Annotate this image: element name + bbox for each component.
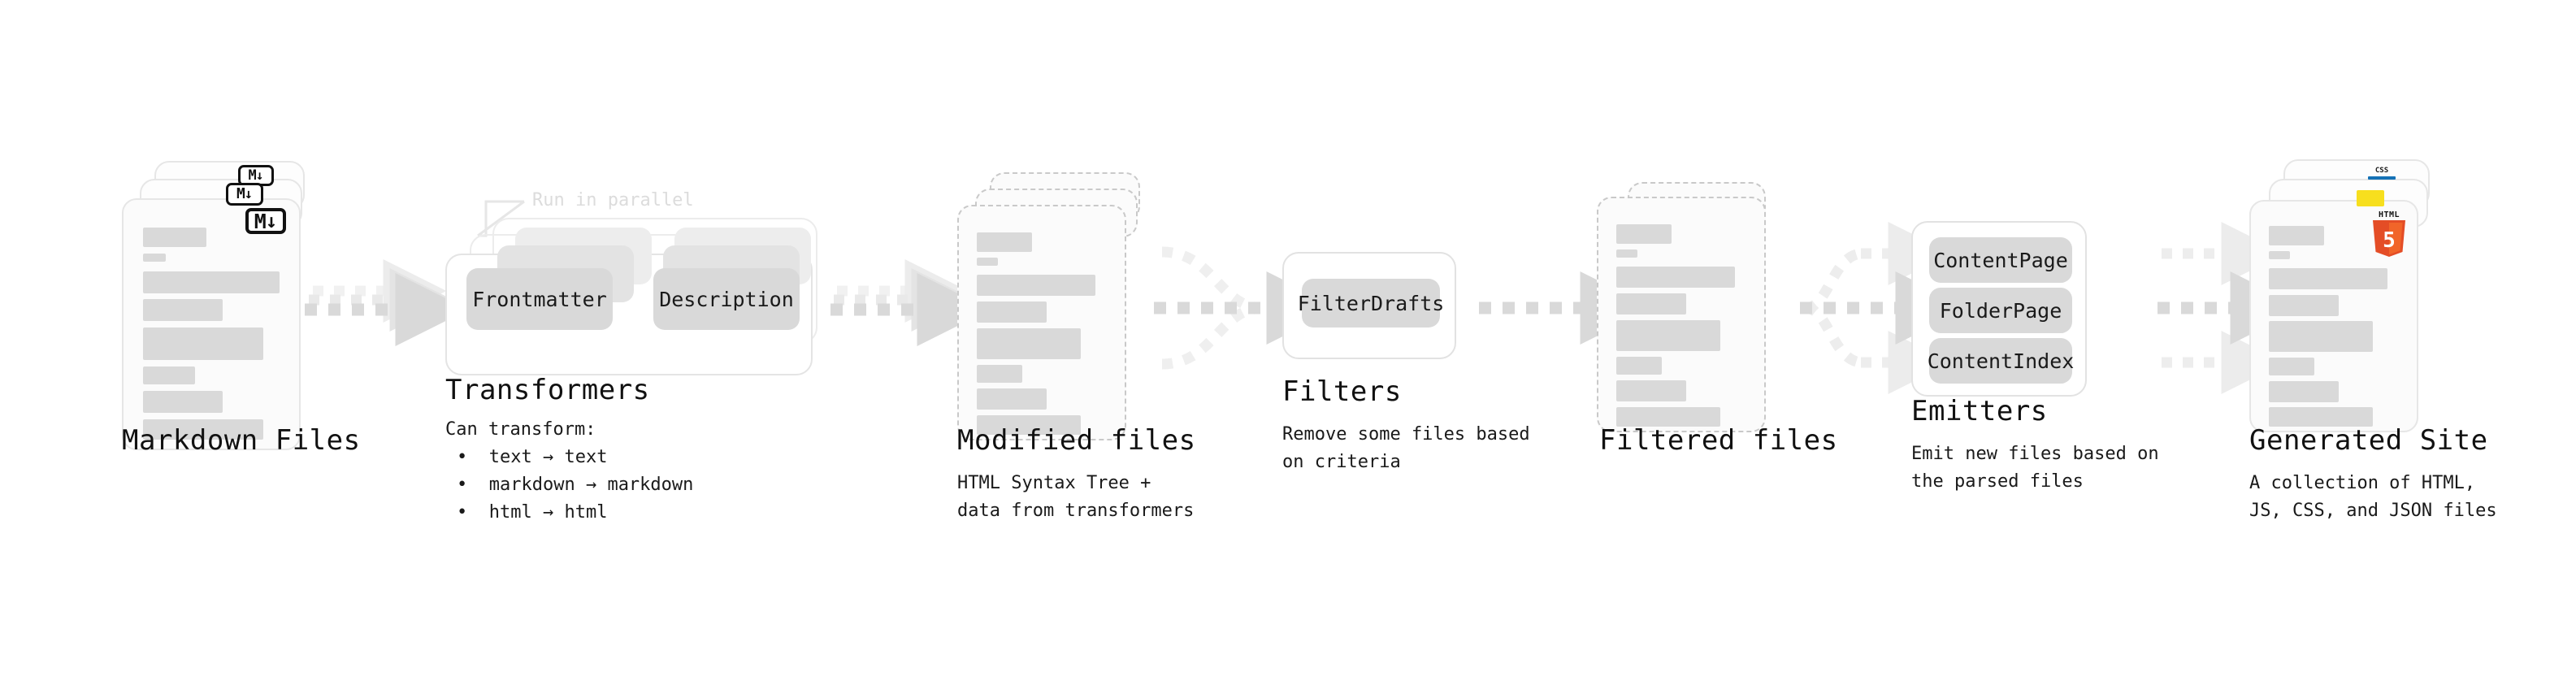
subtitle-line: Remove some files based [1282, 424, 1530, 445]
run-in-parallel-note: Run in parallel [532, 190, 694, 210]
skeleton-bar [143, 327, 263, 360]
skeleton-bar [1616, 293, 1686, 314]
modified-card-front [957, 205, 1126, 440]
transformer-chip-description[interactable]: Description [653, 268, 800, 330]
skeleton-bar [977, 275, 1095, 296]
emitters-group-box: ContentPage FolderPage ContentIndex [1911, 221, 2087, 397]
emitter-chip-label: ContentIndex [1927, 349, 2075, 373]
skeleton-bar [1616, 249, 1637, 258]
html5-badge-label: HTML [2378, 210, 2400, 219]
skeleton-bar [2269, 381, 2339, 402]
skeleton-bar [1616, 407, 1720, 427]
markdown-badge: M↓ [245, 208, 286, 234]
subtitle-line: HTML Syntax Tree + [957, 473, 1151, 493]
stage-title-modified-files: Modified files [957, 424, 1196, 457]
skeleton-bar [143, 419, 263, 440]
skeleton-bar [143, 254, 166, 262]
filters-subtitle: Remove some files based on criteria [1282, 421, 1530, 476]
skeleton-bar [1616, 320, 1720, 351]
skeleton-bar [977, 301, 1047, 323]
emitter-chip-label: ContentPage [1933, 248, 2068, 272]
svg-text:5: 5 [2383, 228, 2396, 253]
skeleton-bar [1616, 380, 1686, 401]
stage-title-filters: Filters [1282, 375, 1402, 408]
connector-transformers-to-modified [830, 259, 991, 346]
subtitle-line: data from transformers [957, 501, 1195, 522]
skeleton-bar [2269, 358, 2314, 375]
filters-group-box: FilterDrafts [1282, 252, 1456, 359]
skeleton-bar [977, 232, 1032, 252]
js-badge [2357, 190, 2384, 206]
stage-title-emitters: Emitters [1911, 395, 2048, 427]
bullet-text: html → html [488, 502, 608, 523]
filter-chip-label: FilterDrafts [1297, 291, 1445, 315]
skeleton-bar [2269, 226, 2324, 245]
stage-title-filtered-files: Filtered files [1599, 424, 1838, 457]
list-item: • markdown → markdown [457, 475, 694, 496]
connector-markdown-to-transformers [305, 259, 469, 346]
skeleton-bar [1616, 224, 1672, 244]
filtered-card-front [1597, 197, 1766, 432]
bullet-text: markdown → markdown [488, 475, 694, 496]
markdown-badge-arrow: ↓ [265, 210, 278, 232]
connector-modified-to-filters [1154, 246, 1340, 370]
modified-files-subtitle: HTML Syntax Tree + data from transformer… [957, 470, 1194, 525]
skeleton-bar [143, 391, 223, 413]
stage-title-transformers: Transformers [445, 374, 650, 406]
skeleton-bar [977, 415, 1081, 435]
skeleton-bar [977, 365, 1022, 383]
skeleton-bar [1616, 357, 1662, 375]
skeleton-bar [143, 367, 195, 384]
markdown-badge-back-2: M↓ [238, 165, 274, 186]
skeleton-bar [2269, 268, 2387, 289]
bullet-text: text → text [488, 447, 608, 467]
connector-filtered-to-emitters [1800, 222, 1969, 394]
generated-site-subtitle: A collection of HTML, JS, CSS, and JSON … [2249, 470, 2497, 525]
subtitle-line: on criteria [1282, 452, 1401, 473]
skeleton-bar [143, 299, 223, 321]
transformer-chip-label: Description [659, 287, 794, 311]
html5-badge: HTML 5 [2370, 211, 2409, 258]
emitters-subtitle: Emit new files based on the parsed files [1911, 440, 2159, 496]
list-item: • text → text [457, 447, 608, 467]
skeleton-bar [2269, 407, 2373, 427]
markdown-card-front [122, 198, 301, 450]
skeleton-bar [977, 328, 1081, 359]
transformer-chip-frontmatter[interactable]: Frontmatter [466, 268, 613, 330]
subtitle-line: Emit new files based on [1911, 444, 2159, 464]
list-item: • html → html [457, 502, 608, 523]
emitter-chip-contentpage[interactable]: ContentPage [1929, 237, 2072, 283]
subtitle-line: A collection of HTML, [2249, 473, 2476, 493]
subtitle-line: JS, CSS, and JSON files [2249, 501, 2497, 522]
skeleton-bar [977, 258, 998, 266]
markdown-badge-back-1: M↓ [226, 183, 263, 206]
connector-emitters-to-site [2158, 222, 2304, 394]
filter-chip-filterdrafts[interactable]: FilterDrafts [1298, 279, 1444, 327]
skeleton-bar [1616, 267, 1735, 288]
subtitle-line: the parsed files [1911, 471, 2084, 492]
emitter-chip-folderpage[interactable]: FolderPage [1929, 288, 2072, 333]
transformer-chip-label: Frontmatter [472, 287, 607, 311]
markdown-badge-letter: M [254, 209, 267, 233]
emitter-chip-contentindex[interactable]: ContentIndex [1927, 338, 2075, 384]
transformers-bullet-list: • text → text • markdown → markdown • ht… [457, 444, 693, 527]
skeleton-bar [2269, 321, 2373, 352]
site-card-front [2249, 200, 2418, 432]
transformers-subtitle-heading: Can transform: [445, 419, 596, 440]
skeleton-bar [2269, 251, 2290, 259]
skeleton-bar [977, 388, 1047, 410]
emitter-chip-label: FolderPage [1939, 298, 2062, 323]
skeleton-bar [2269, 295, 2339, 316]
skeleton-bar [143, 228, 206, 247]
stage-title-markdown-files: Markdown Files [122, 424, 361, 457]
stage-title-generated-site: Generated Site [2249, 424, 2488, 457]
css-badge: CSS [2368, 167, 2396, 182]
skeleton-bar [143, 271, 280, 293]
